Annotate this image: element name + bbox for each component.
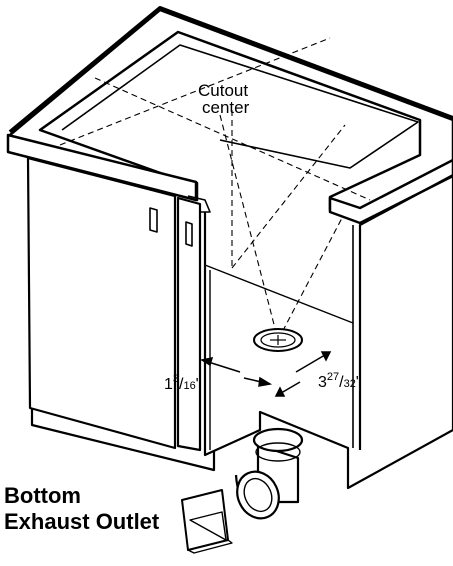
countertop-frame bbox=[6, 6, 453, 225]
cutout-label-line1: Cutout bbox=[198, 81, 248, 100]
dim-left-unit: " bbox=[196, 376, 202, 393]
dim-right-whole: 3 bbox=[318, 374, 327, 391]
elbow-duct bbox=[234, 427, 304, 520]
dim-left-num: 3 bbox=[173, 373, 179, 385]
title-line2: Exhaust Outlet bbox=[4, 509, 160, 534]
exhaust-hole bbox=[253, 328, 303, 352]
dim-right-den: 32 bbox=[344, 378, 356, 390]
title-line1: Bottom bbox=[4, 483, 81, 508]
dimension-left: 13/16" bbox=[164, 373, 201, 393]
dimension-right: 327/32" bbox=[318, 371, 362, 391]
cabinet-body bbox=[26, 156, 453, 490]
wall-cap bbox=[181, 489, 233, 554]
dim-right-unit: " bbox=[356, 374, 362, 391]
center-lines bbox=[59, 37, 371, 341]
dimension-arrows bbox=[200, 351, 332, 397]
dim-right-num: 27 bbox=[327, 371, 339, 383]
cutout-label-line2: center bbox=[202, 98, 250, 117]
dim-left-whole: 1 bbox=[164, 376, 173, 393]
dim-left-den: 16 bbox=[183, 380, 195, 392]
